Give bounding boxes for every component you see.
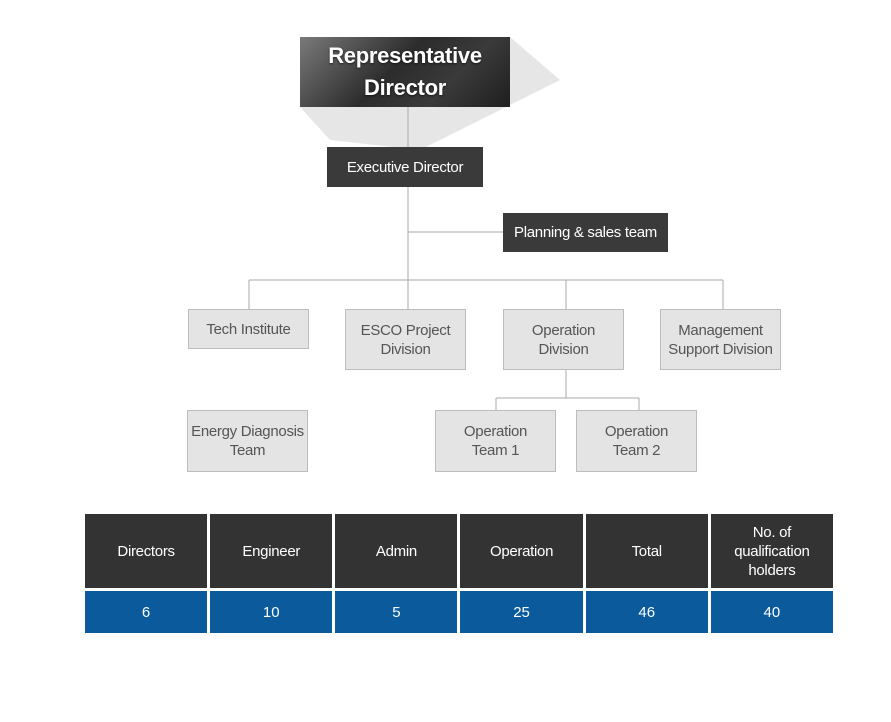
staff-table: Directors Engineer Admin Operation Total… (82, 514, 836, 633)
header-operation: Operation (460, 514, 583, 588)
op1-line2: Team 1 (471, 442, 520, 459)
management-line1: Management (678, 321, 763, 339)
planning-sales-team-label: Planning & sales team (514, 224, 657, 241)
header-total: Total (585, 514, 708, 588)
operation-team-1-box: Operation Team 1 (435, 410, 556, 472)
executive-director-label: Executive Director (346, 158, 464, 176)
energy-line1: Energy Diagnosis (191, 423, 304, 440)
value-engineer: 10 (210, 588, 333, 633)
value-admin: 5 (335, 588, 458, 633)
planning-sales-team-box: Planning & sales team (503, 213, 668, 252)
value-qualification-holders: 40 (710, 588, 833, 633)
header-engineer: Engineer (210, 514, 333, 588)
header-qualification-holders: No. of qualification holders (710, 514, 833, 588)
esco-line2: Division (380, 340, 431, 358)
value-operation: 25 (460, 588, 583, 633)
operation-division-line2: Division (538, 340, 589, 358)
op2-line1: Operation (604, 423, 669, 440)
management-line2: Support Division (668, 340, 773, 358)
executive-director-box: Executive Director (327, 147, 483, 187)
representative-line2: Director (364, 75, 446, 100)
header-directors: Directors (85, 514, 208, 588)
operation-division-box: Operation Division (503, 309, 624, 370)
energy-diagnosis-team-box: Energy Diagnosis Team (187, 410, 308, 472)
esco-project-division-box: ESCO Project Division (345, 309, 466, 370)
management-support-division-box: Management Support Division (660, 309, 781, 370)
operation-team-2-box: Operation Team 2 (576, 410, 697, 472)
header-admin: Admin (335, 514, 458, 588)
representative-director-box: Representative Director (300, 37, 510, 107)
representative-line1: Representative (328, 43, 482, 68)
operation-division-line1: Operation (531, 321, 596, 339)
staff-table-value-row: 6 10 5 25 46 40 (85, 588, 833, 633)
value-total: 46 (585, 588, 708, 633)
staff-table-header-row: Directors Engineer Admin Operation Total… (85, 514, 833, 588)
tech-institute-box: Tech Institute (188, 309, 309, 349)
tech-institute-label: Tech Institute (206, 320, 291, 338)
value-directors: 6 (85, 588, 208, 633)
energy-line2: Team (229, 442, 266, 459)
op2-line2: Team 2 (612, 442, 661, 459)
esco-line1: ESCO Project (360, 321, 451, 339)
op1-line1: Operation (463, 423, 528, 440)
